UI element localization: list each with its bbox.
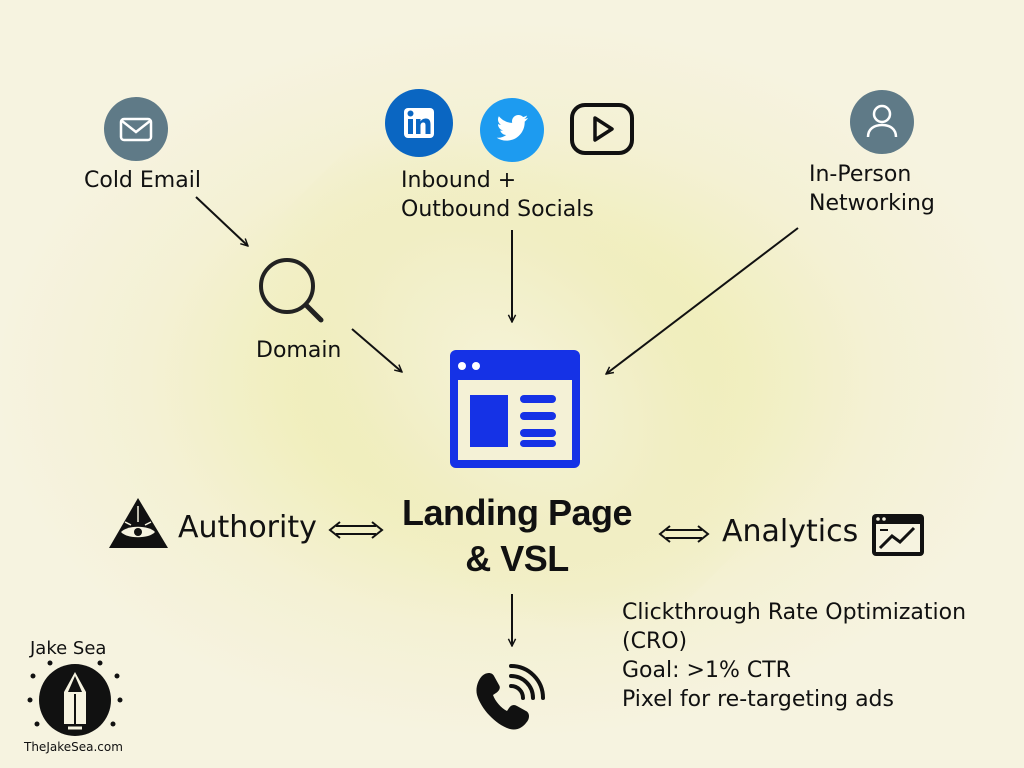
brand-url: TheJakeSea.com — [24, 740, 123, 754]
domain-label: Domain — [256, 338, 342, 363]
socials-label: Inbound + Outbound Socials — [401, 166, 594, 224]
note-line: Clickthrough Rate Optimization — [622, 600, 967, 625]
linkedin-icon — [385, 89, 453, 157]
networking-label: In-Person Networking — [809, 160, 935, 218]
note-line: Goal: >1% CTR — [622, 658, 791, 683]
phone-call-icon — [476, 664, 545, 730]
socials-label-line1: Inbound + — [401, 168, 517, 193]
eye-pyramid-icon — [109, 498, 168, 548]
landing-page-title-line1: Landing Page — [401, 492, 633, 533]
brand-name: Jake Sea — [30, 638, 107, 659]
authority-label: Authority — [178, 510, 317, 545]
cold-email-label: Cold Email — [84, 168, 201, 193]
cro-notes: Clickthrough Rate Optimization (CRO) Goa… — [622, 598, 966, 714]
note-line: Pixel for re-targeting ads — [622, 687, 894, 712]
double-arrow-analytics — [658, 525, 710, 543]
analytics-chart-icon — [872, 514, 924, 556]
arrow-email-to-domain — [195, 196, 248, 246]
analytics-label: Analytics — [722, 514, 859, 549]
networking-label-line2: Networking — [809, 191, 935, 216]
twitter-icon — [480, 98, 544, 162]
play-icon — [570, 103, 634, 155]
person-icon — [850, 90, 914, 154]
arrow-networking-to-landing — [606, 227, 799, 374]
landing-page-icon — [450, 350, 580, 468]
landing-page-title-line2: & VSL — [465, 538, 569, 579]
note-line: (CRO) — [622, 629, 688, 654]
landing-page-title: Landing Page & VSL — [380, 490, 654, 582]
arrow-domain-to-landing — [351, 328, 402, 372]
double-arrow-authority — [328, 521, 384, 539]
email-icon — [104, 97, 168, 161]
magnifier-icon — [259, 258, 324, 323]
networking-label-line1: In-Person — [809, 162, 912, 187]
brand-logo — [27, 660, 123, 736]
socials-label-line2: Outbound Socials — [401, 197, 594, 222]
